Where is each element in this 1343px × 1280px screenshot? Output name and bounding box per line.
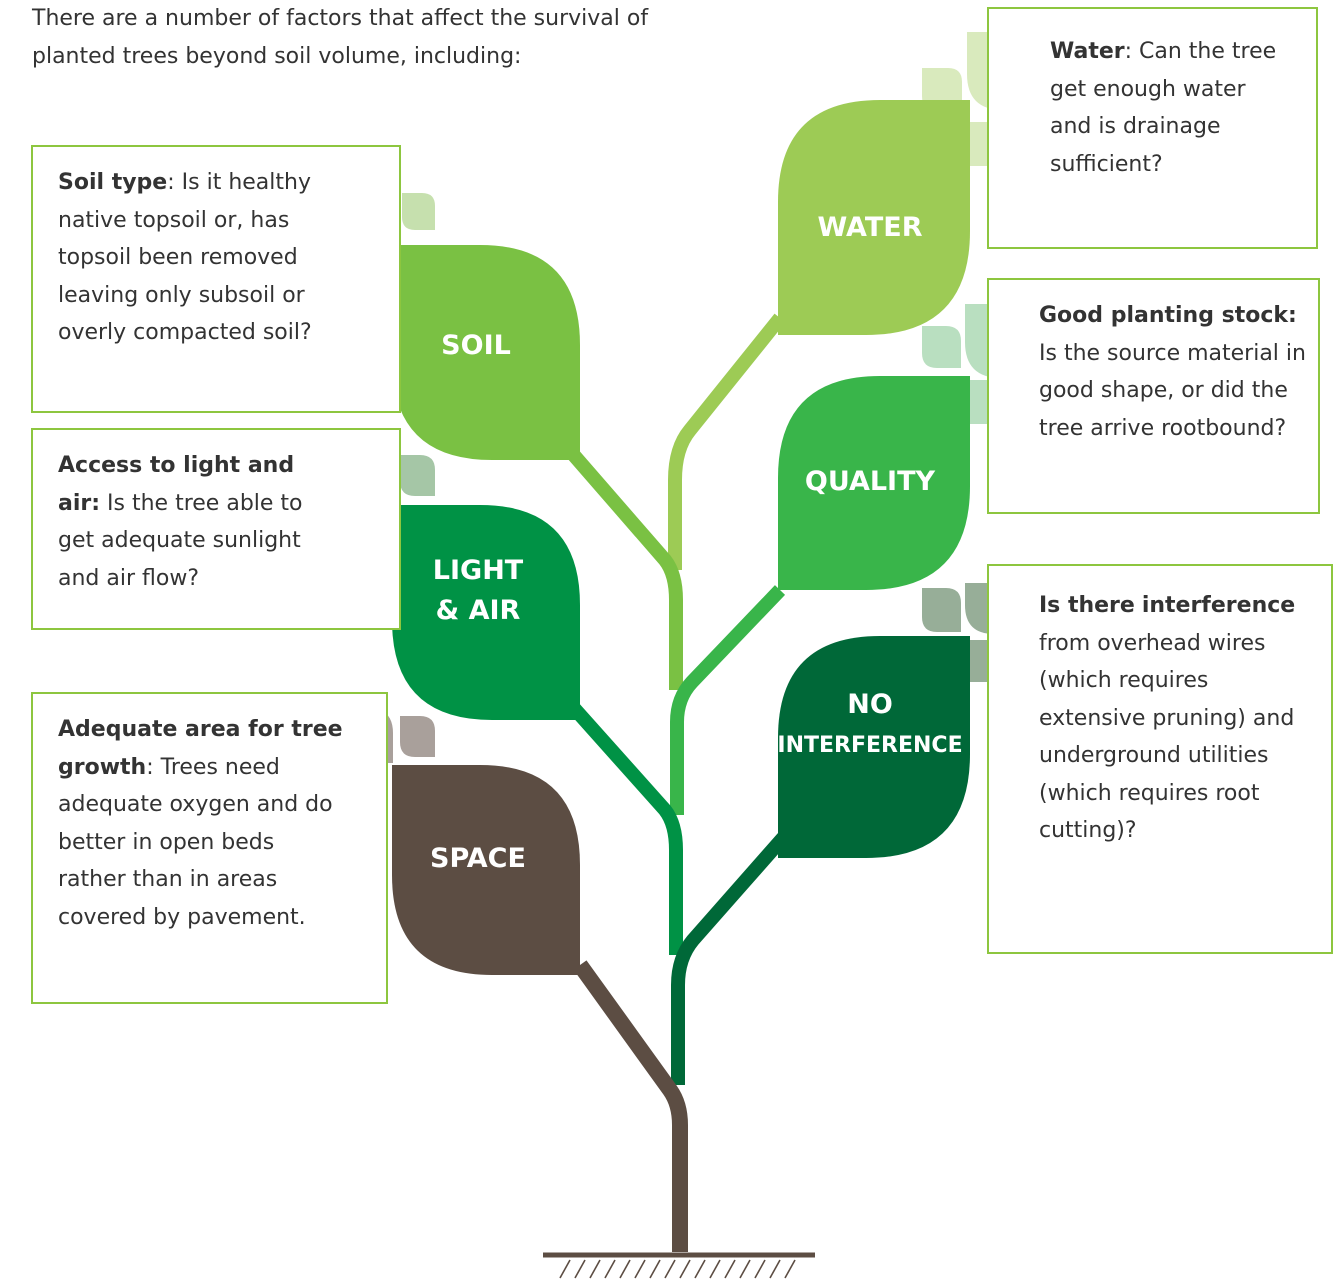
leaf-label-interference-line2: INTERFERENCE [777, 733, 962, 758]
water-box-heading: Water [1050, 39, 1125, 64]
soil-box-heading: Soil type [58, 170, 168, 195]
branch-light [559, 693, 683, 955]
leaf-label-light-line1: LIGHT [433, 555, 524, 586]
leaf-label-soil: SOIL [441, 330, 511, 361]
intro-text: There are a number of factors that affec… [32, 6, 649, 69]
leaf-interference [778, 636, 970, 858]
leaf-quality [778, 376, 970, 590]
water-box: Water: Can the tree get enough water and… [987, 7, 1318, 249]
interference-box: Is there interference from overhead wire… [987, 564, 1333, 954]
leaf-label-space: SPACE [430, 843, 526, 874]
interference-box-lead: Is there [1039, 593, 1135, 618]
leaf-label-water: WATER [817, 212, 922, 243]
leaf-water [778, 100, 970, 335]
branch-soil [559, 440, 683, 690]
light-box-text: Is the tree able to get adequate sunligh… [58, 490, 303, 591]
interference-box-heading: interference [1141, 593, 1296, 618]
leaf-label-quality: QUALITY [805, 466, 936, 497]
ground-hatching [559, 1259, 796, 1279]
interference-box-text: from overhead wires (which requires exte… [1039, 630, 1295, 844]
branch-quality [670, 585, 786, 815]
leaf-label-light-line2: & AIR [436, 595, 521, 626]
light-box-heading: Access to light and air: [58, 453, 295, 516]
quality-box: Good planting stock: Is the source mater… [987, 278, 1320, 514]
water-box-text: : Can the tree get enough water and is d… [1050, 39, 1277, 177]
trunk [573, 960, 688, 1252]
branch-interference [671, 825, 796, 1085]
leaf-soil [392, 245, 580, 460]
leaf-light [392, 505, 580, 720]
leaf-space [392, 765, 580, 975]
quality-box-heading: Good planting stock: [1039, 303, 1297, 328]
space-box: Adequate area for tree growth: Trees nee… [31, 692, 388, 1004]
branch-water [668, 313, 786, 570]
soil-box: Soil type: Is it healthy native topsoil … [31, 145, 401, 413]
leaf-label-interference-line1: NO [847, 689, 893, 720]
space-box-text: : Trees need adequate oxygen and do bett… [58, 754, 333, 930]
light-box: Access to light and air: Is the tree abl… [31, 428, 401, 630]
soil-box-text: : Is it healthy native topsoil or, has t… [58, 170, 312, 345]
space-box-heading: Adequate area for tree growth [58, 717, 343, 780]
quality-box-text: Is the source material in good shape, or… [1039, 340, 1306, 441]
